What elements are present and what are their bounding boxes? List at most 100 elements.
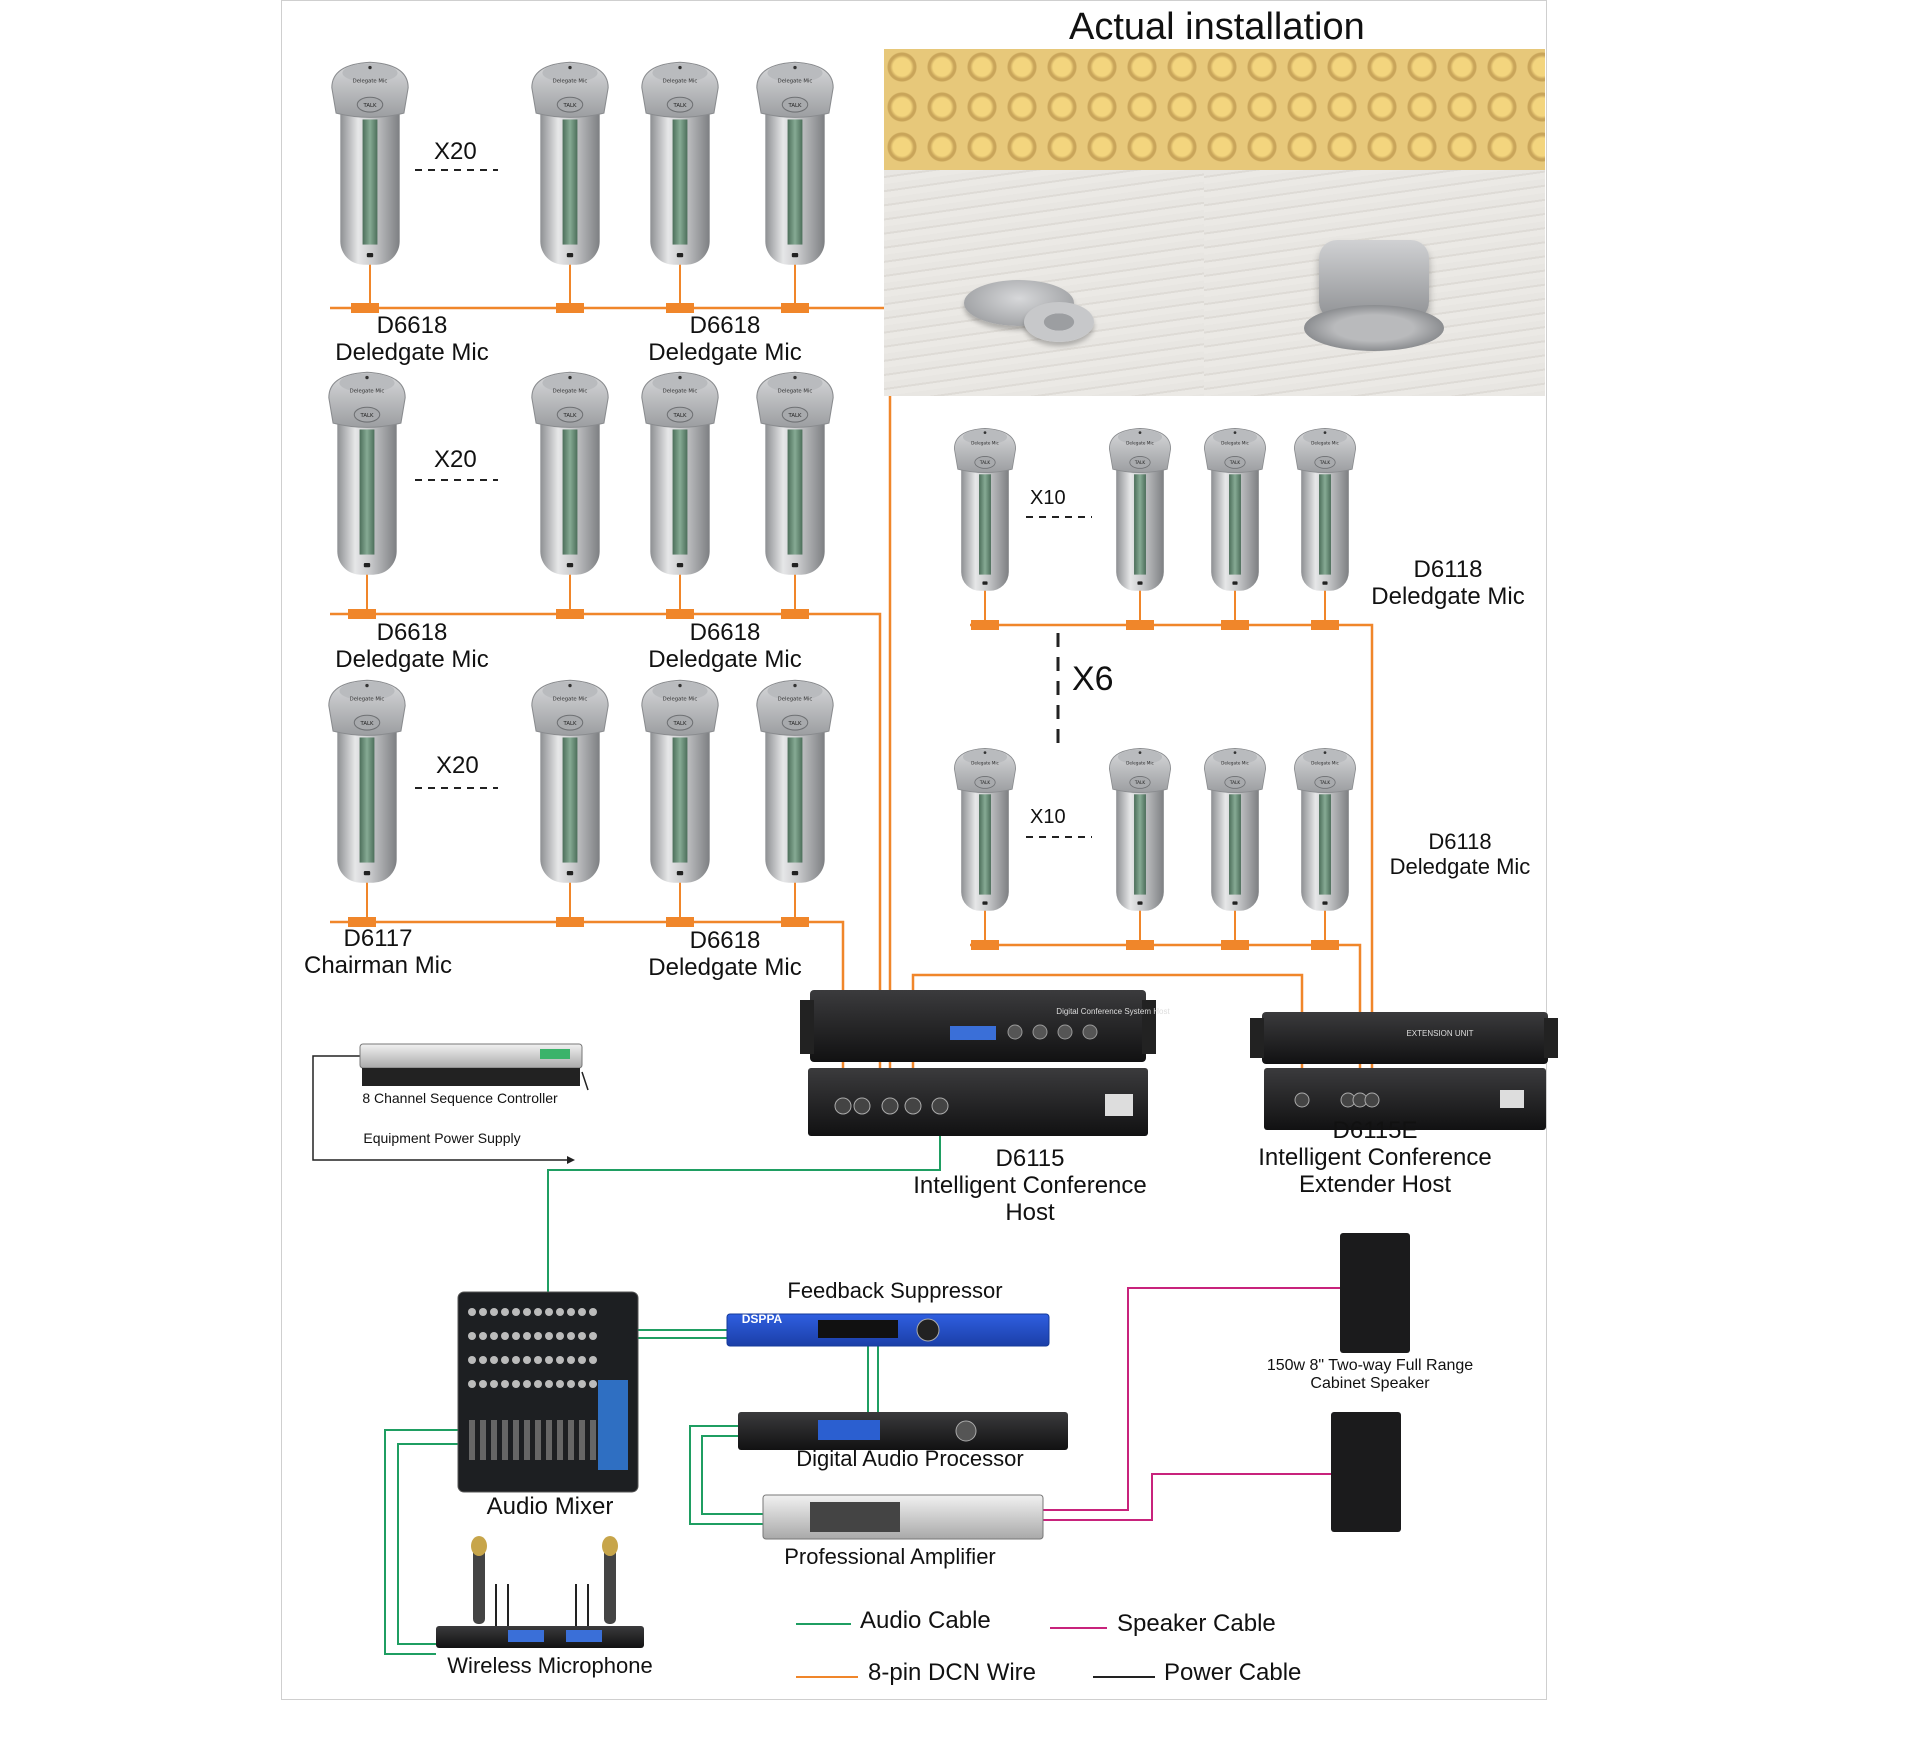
label-line: Extender Host (1298, 1170, 1452, 1198)
mixer-knob-icon (534, 1332, 542, 1340)
dcn-connector (348, 917, 376, 927)
label-wireless: Wireless Microphone (447, 1653, 653, 1678)
diagram-frame (281, 0, 1547, 1700)
arrow-icon (567, 1156, 575, 1164)
mixer-fader (535, 1420, 541, 1460)
label-processor: Digital Audio Processor (796, 1446, 1024, 1471)
delegate-mic (756, 679, 834, 884)
label-amplifier: Professional Amplifier (784, 1544, 996, 1569)
label-model: D6118 (1428, 829, 1492, 854)
mixer-fader (502, 1420, 508, 1460)
dcn-connector (1221, 620, 1249, 630)
mixer-knob-icon (490, 1308, 498, 1316)
delegate-mic (531, 61, 609, 266)
mixer-knob-icon (468, 1332, 476, 1340)
mixer-knob-icon (578, 1332, 586, 1340)
mixer-fader (590, 1420, 596, 1460)
multiplier-row2: X20 (434, 446, 477, 473)
legend-dcn: 8-pin DCN Wire (868, 1659, 1037, 1686)
delegate-mic (1293, 747, 1357, 912)
mic-head-icon (471, 1536, 487, 1556)
legend-audio: Audio Cable (860, 1607, 991, 1634)
label-line: Intelligent Conference (913, 1171, 1147, 1199)
multiplier-right-top: X10 (1030, 487, 1066, 509)
multiplier-row3: X20 (436, 752, 479, 779)
delegate-mic (756, 371, 834, 576)
feedback-knob-icon (916, 1318, 940, 1342)
dcn-connector (1311, 620, 1339, 630)
dcn-port-icon (904, 1097, 922, 1115)
mixer-knob-icon (512, 1332, 520, 1340)
label-row1-right: D6618 Deledgate Mic (625, 312, 825, 367)
mixer-knob-icon (523, 1356, 531, 1364)
mixer-knob-icon (479, 1308, 487, 1316)
extender-rear-panel (1264, 1068, 1546, 1130)
dcn-connector (1311, 940, 1339, 950)
label-row1-left: D6618 Deledgate Mic (312, 312, 512, 367)
label-model: D6115E (1332, 1117, 1418, 1144)
audio-out-port-icon (931, 1097, 949, 1115)
professional-amplifier (762, 1494, 1044, 1540)
label-model: D6618 (689, 312, 761, 339)
mixer-knob-icon (534, 1380, 542, 1388)
extender-panel-text: EXTENSION UNIT (1406, 1029, 1474, 1038)
label-row2-left: D6618 Deledgate Mic (312, 619, 512, 674)
mixer-knob-icon (578, 1380, 586, 1388)
amplifier-grille (810, 1502, 900, 1532)
label-model: D6618 (376, 312, 448, 339)
multiplier-groups: X6 (1072, 660, 1114, 698)
dcn-connector (666, 609, 694, 619)
label-row3-right: D6618 Deledgate Mic (625, 927, 825, 982)
mixer-fader (546, 1420, 552, 1460)
label-row3-left: D6117 Chairman Mic (278, 925, 478, 980)
mixer-knob-icon (556, 1308, 564, 1316)
mixer-knob-icon (468, 1308, 476, 1316)
talk-button-icon (1024, 302, 1094, 342)
label-feedback: Feedback Suppressor (787, 1278, 1003, 1303)
label-mixer: Audio Mixer (486, 1493, 614, 1520)
mixer-knob-icon (501, 1380, 509, 1388)
label-name: Deledgate Mic (648, 645, 802, 673)
label-speaker: 150w 8" Two-way Full Range Cabinet Speak… (1220, 1357, 1520, 1393)
mixer-fader (568, 1420, 574, 1460)
mixer-fader (491, 1420, 497, 1460)
dcn-connector (971, 620, 999, 630)
delegate-mic (641, 679, 719, 884)
label-line: 150w 8" Two-way Full Range (1266, 1357, 1474, 1374)
host-rear-panel (808, 1068, 1148, 1136)
audio-cable-mixer-wireless (384, 1429, 458, 1655)
label-model: D6115 (995, 1145, 1065, 1172)
audio-cable-proc-amp (689, 1425, 763, 1525)
dcn-connector (556, 917, 584, 927)
mixer-knob-icon (545, 1332, 553, 1340)
mixer-knob-icon (578, 1356, 586, 1364)
delegate-mic (641, 61, 719, 266)
mixer-knob-icon (589, 1356, 597, 1364)
dcn-connector (666, 303, 694, 313)
delegate-mic (531, 371, 609, 576)
mixer-knob-icon (567, 1332, 575, 1340)
mixer-knob-icon (512, 1380, 520, 1388)
photo-left-foam (884, 49, 1204, 194)
label-name: Deledgate Mic (335, 338, 489, 366)
delegate-mic (328, 371, 406, 576)
delegate-mic (1203, 427, 1267, 592)
label-right-bottom: D6118 Deledgate Mic (1360, 829, 1560, 879)
mixer-knob-icon (512, 1308, 520, 1316)
host-display (950, 1026, 996, 1040)
mixer-knob-icon (589, 1332, 597, 1340)
label-sequence-controller: 8 Channel Sequence Controller (362, 1090, 558, 1106)
mixer-fader (524, 1420, 530, 1460)
label-name: Chairman Mic (303, 951, 453, 979)
audio-cable-mixer-wireless (397, 1443, 458, 1645)
cabinet-speaker-1 (1340, 1233, 1410, 1353)
dcn-port-icon (881, 1097, 899, 1115)
dcn-port-icon (1364, 1092, 1380, 1108)
mixer-knob-icon (556, 1356, 564, 1364)
digital-audio-processor (738, 1412, 1068, 1450)
mic-base-icon (1304, 305, 1444, 351)
mixer-knob-icon (490, 1380, 498, 1388)
feedback-display (818, 1320, 898, 1338)
label-row2-right: D6618 Deledgate Mic (625, 619, 825, 674)
